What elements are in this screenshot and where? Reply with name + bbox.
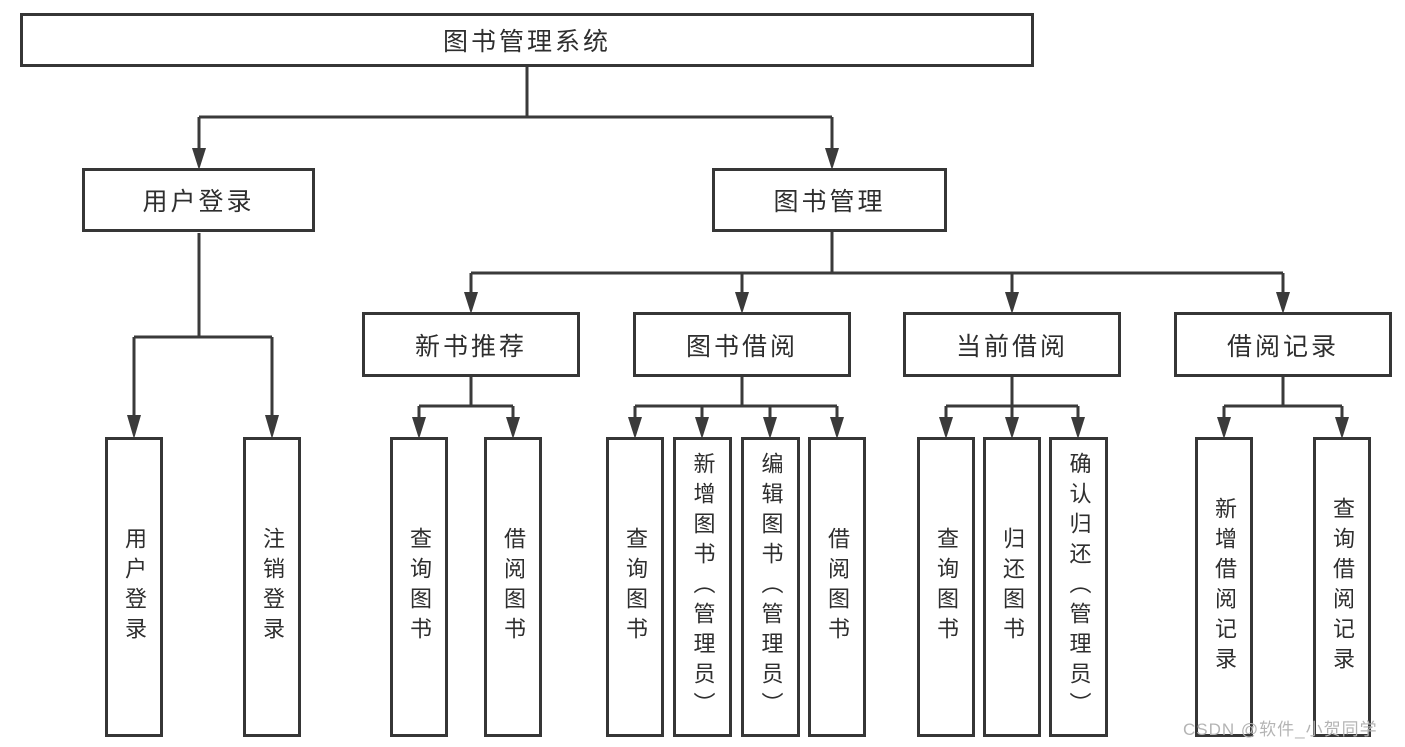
node-root-system-label: 图书管理系统 [442, 28, 611, 56]
node-book-management-module: 图书管理 [712, 168, 947, 232]
leaf-logout-label: 注销登录 [260, 527, 285, 647]
leaf-query-books-borrow-label: 查询图书 [623, 527, 648, 647]
leaf-query-books-current-label: 查询图书 [934, 527, 959, 647]
leaf-confirm-return-admin: 确认归还（管理员） [1049, 437, 1108, 737]
leaf-borrow-books-recommend-label: 借阅图书 [501, 527, 526, 647]
leaf-edit-books-admin: 编辑图书（管理员） [741, 437, 800, 737]
leaf-return-books: 归还图书 [983, 437, 1041, 737]
node-new-book-recommend-label: 新书推荐 [414, 332, 527, 361]
leaf-query-books-recommend-label: 查询图书 [407, 527, 432, 647]
leaf-borrow-books-label: 借阅图书 [825, 527, 850, 647]
node-user-login-module-label: 用户登录 [142, 188, 255, 216]
node-book-borrow: 图书借阅 [633, 312, 851, 377]
leaf-user-login: 用户登录 [105, 437, 163, 737]
leaf-add-borrow-record-label: 新增借阅记录 [1212, 497, 1237, 677]
leaf-return-books-label: 归还图书 [1000, 527, 1025, 647]
leaf-query-books-borrow: 查询图书 [606, 437, 664, 737]
arrowheads [127, 148, 1349, 439]
node-current-borrow-label: 当前借阅 [955, 332, 1068, 361]
leaf-query-borrow-record: 查询借阅记录 [1313, 437, 1371, 737]
node-borrow-records: 借阅记录 [1174, 312, 1392, 377]
node-user-login-module: 用户登录 [82, 168, 315, 232]
leaf-user-login-label: 用户登录 [122, 527, 147, 647]
leaf-borrow-books: 借阅图书 [808, 437, 866, 737]
leaf-confirm-return-admin-label: 确认归还（管理员） [1066, 452, 1092, 722]
node-root-system: 图书管理系统 [20, 13, 1034, 67]
leaf-edit-books-admin-label: 编辑图书（管理员） [758, 452, 784, 722]
leaf-query-books-current: 查询图书 [917, 437, 975, 737]
node-current-borrow: 当前借阅 [903, 312, 1121, 377]
node-borrow-records-label: 借阅记录 [1226, 332, 1339, 361]
node-book-borrow-label: 图书借阅 [685, 332, 798, 361]
leaf-borrow-books-recommend: 借阅图书 [484, 437, 542, 737]
leaf-add-books-admin-label: 新增图书（管理员） [690, 452, 716, 722]
node-book-management-module-label: 图书管理 [773, 188, 886, 216]
leaf-add-borrow-record: 新增借阅记录 [1195, 437, 1253, 737]
leaf-add-books-admin: 新增图书（管理员） [673, 437, 732, 737]
leaf-query-borrow-record-label: 查询借阅记录 [1330, 497, 1355, 677]
node-new-book-recommend: 新书推荐 [362, 312, 580, 377]
leaf-logout: 注销登录 [243, 437, 301, 737]
leaf-query-books-recommend: 查询图书 [390, 437, 448, 737]
csdn-watermark: CSDN @软件_小贺同学 [1183, 720, 1378, 739]
